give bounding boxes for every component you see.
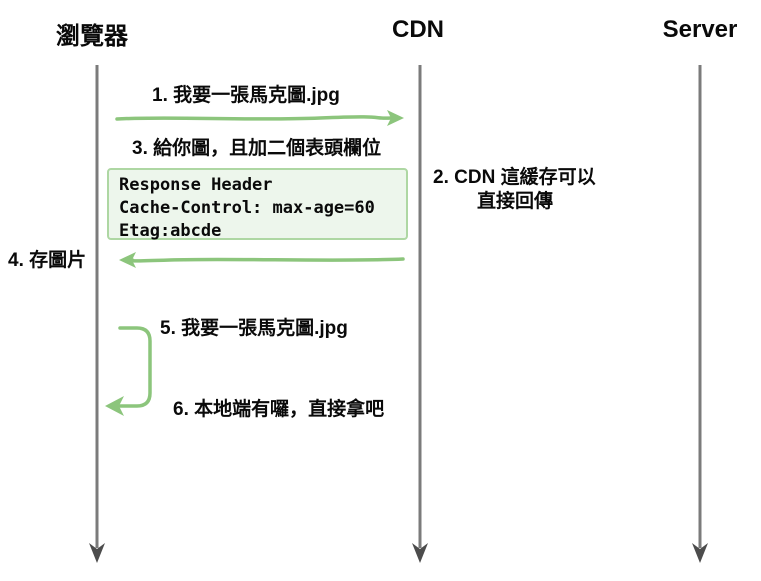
response-header-box-line1: Response Header — [119, 175, 273, 195]
request-arrow-1 — [115, 115, 393, 121]
response-arrow-4 — [129, 257, 405, 263]
message-5-label: 5. 我要一張馬克圖.jpg — [160, 318, 348, 339]
message-2-label-line2: 直接回傳 — [477, 191, 554, 212]
server-lifeline-arrowhead — [692, 543, 708, 563]
actor-label-server: Server — [662, 16, 738, 43]
message-1-label: 1. 我要一張馬克圖.jpg — [152, 85, 340, 106]
response-header-box-line2: Cache-Control: max-age=60 — [119, 198, 375, 218]
actor-label-cdn: CDN — [392, 16, 444, 43]
self-loop-arrow-head — [105, 396, 124, 416]
message-3-label: 3. 給你圖，且加二個表頭欄位 — [132, 138, 382, 159]
request-arrow-1-head — [387, 110, 404, 126]
actor-label-browser: 瀏覽器 — [56, 23, 128, 50]
message-4-label: 4. 存圖片 — [8, 250, 87, 271]
response-arrow-4-head — [119, 252, 136, 268]
browser-lifeline-arrowhead — [89, 543, 105, 563]
response-header-box-line3: Etag:abcde — [119, 221, 222, 241]
message-6-label: 6. 本地端有囉，直接拿吧 — [173, 399, 385, 420]
message-2-label-line1: 2. CDN 這緩存可以 — [433, 167, 596, 188]
cdn-lifeline-arrowhead — [412, 543, 428, 563]
self-loop-arrow — [117, 326, 152, 408]
response-header-box: Response Header Cache-Control: max-age=6… — [107, 168, 408, 241]
